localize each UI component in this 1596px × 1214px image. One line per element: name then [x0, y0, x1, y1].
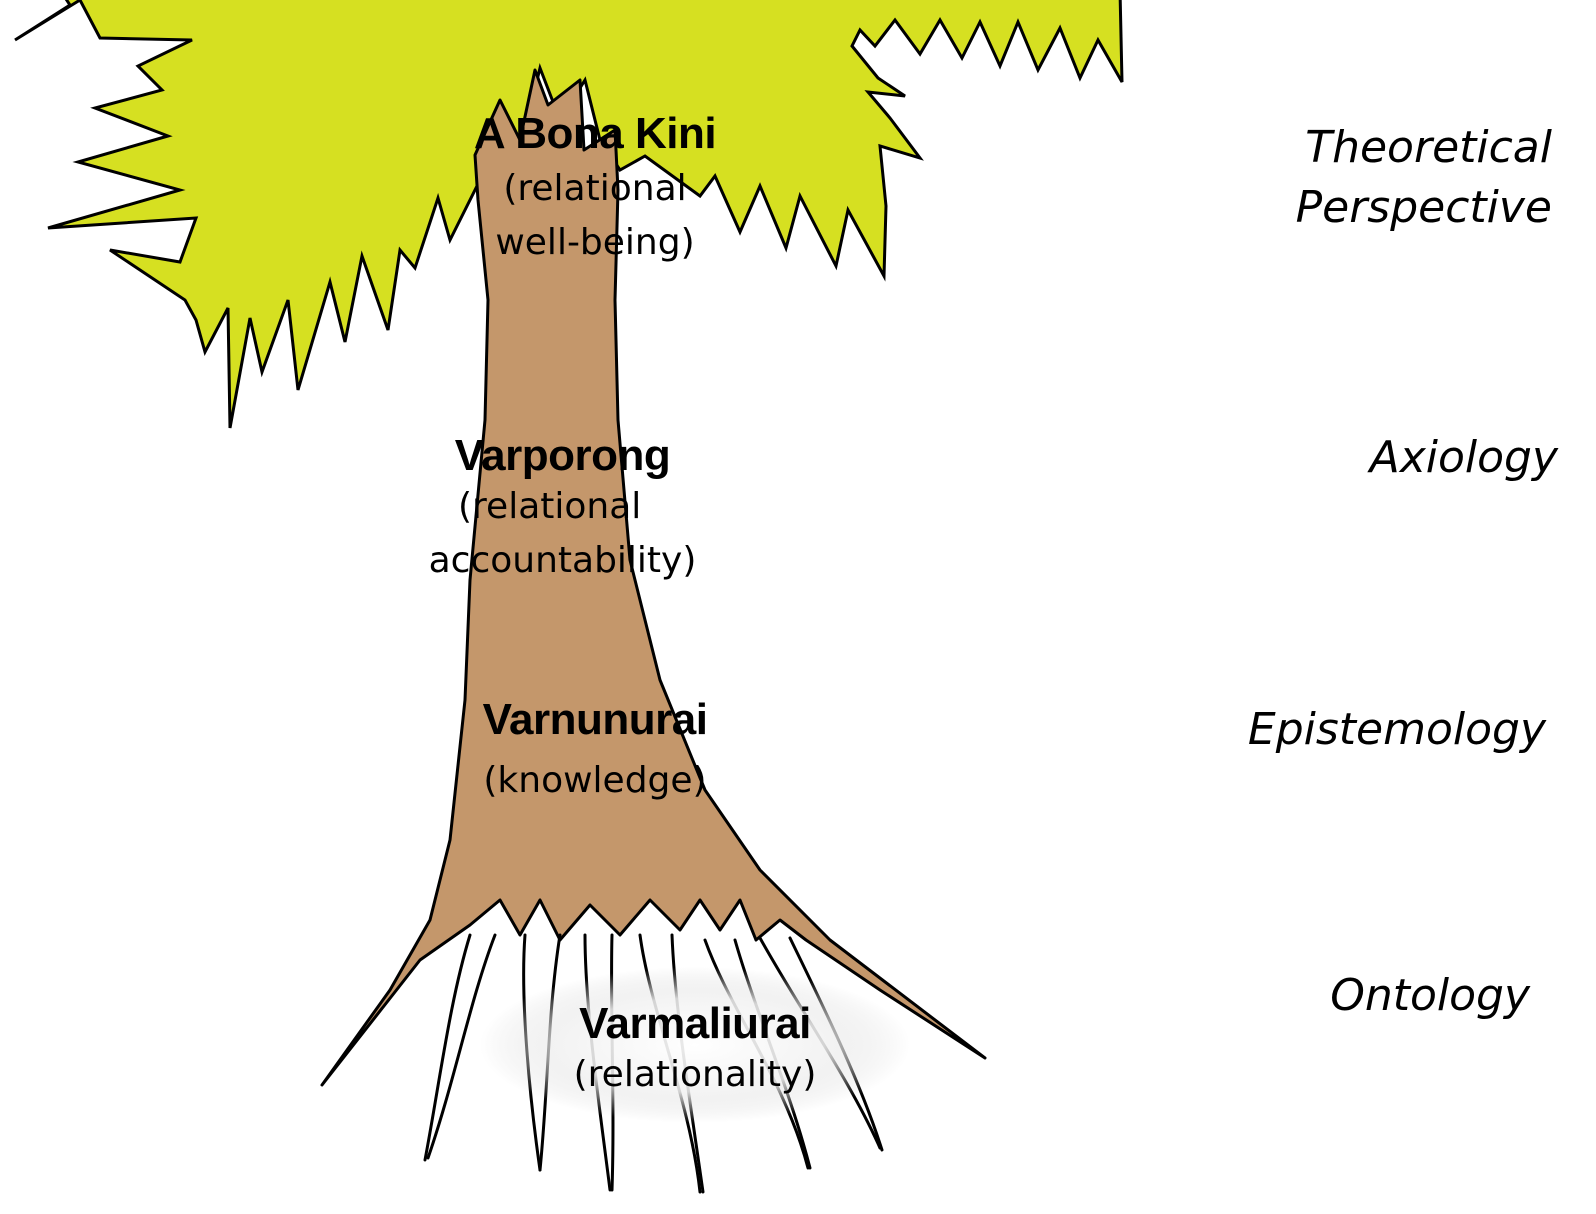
level-label-varmaliurai: Varmaliurai (relationality) — [535, 1002, 855, 1102]
side-label-epistemology: Epistemology — [1248, 700, 1546, 760]
level-term: Varnunurai — [482, 695, 708, 744]
level-gloss-line2: accountability) — [428, 540, 697, 581]
level-gloss-line2: well-being) — [495, 222, 695, 263]
trunk-shape — [320, 68, 987, 1087]
level-gloss-line1: (relational — [458, 486, 642, 527]
side-label-line1: Ontology — [1330, 970, 1530, 1021]
ground-glow — [480, 967, 910, 1123]
level-term: Varporong — [454, 431, 671, 480]
level-label-varnunurai: Varnunurai (knowledge) — [440, 698, 750, 808]
side-label-line2: Perspective — [1295, 182, 1552, 233]
side-label-ontology: Ontology — [1330, 966, 1530, 1026]
level-gloss-line1: (relationality) — [573, 1054, 817, 1095]
side-label-theoretical-perspective: Theoretical Perspective — [1296, 118, 1552, 238]
level-label-varporong: Varporong (relational accountability) — [410, 434, 715, 588]
level-gloss-line1: (relational — [503, 168, 687, 209]
level-term: Varmaliurai — [579, 999, 811, 1048]
side-label-line1: Axiology — [1369, 432, 1558, 483]
level-gloss-line1: (knowledge) — [483, 760, 707, 801]
level-term: A Bona Kini — [473, 109, 717, 158]
side-label-line1: Epistemology — [1247, 704, 1546, 755]
level-label-a-bona-kini: A Bona Kini (relational well-being) — [440, 112, 750, 270]
side-label-line1: Theoretical — [1305, 122, 1552, 173]
side-label-axiology: Axiology — [1370, 428, 1558, 488]
